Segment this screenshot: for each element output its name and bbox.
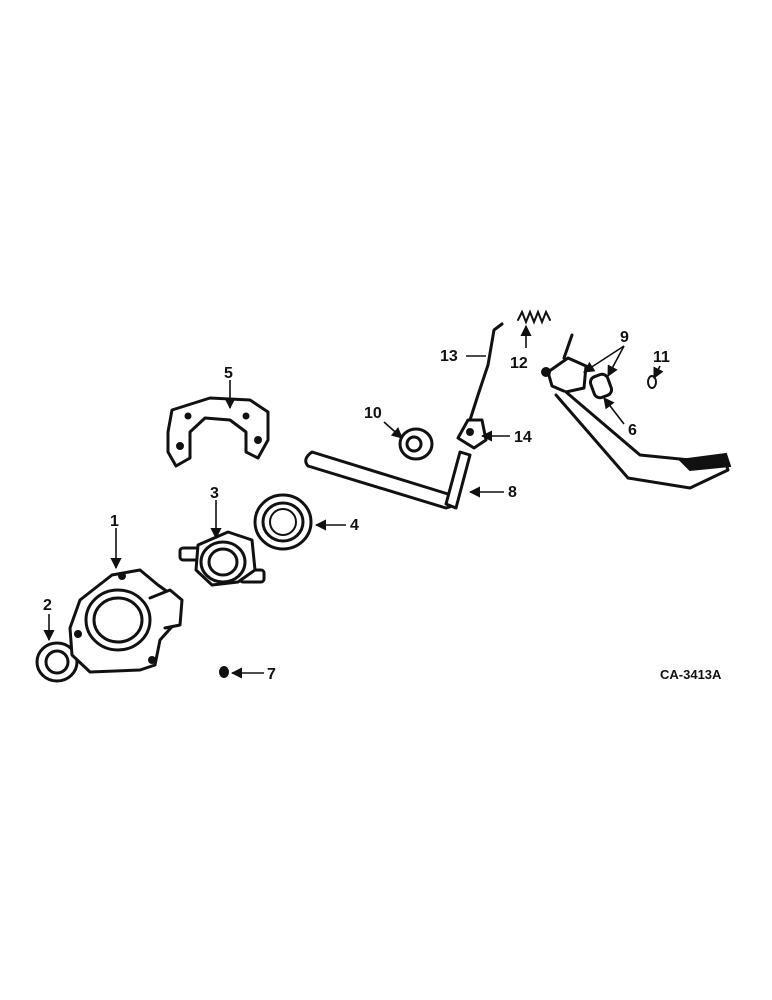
- leader-lines: [43, 324, 664, 679]
- part-bushing: [398, 427, 434, 461]
- callout-12: 12: [510, 355, 528, 372]
- callout-13: 13: [440, 348, 458, 365]
- part-clevis: [456, 418, 488, 450]
- callout-6: 6: [628, 422, 637, 439]
- part-seal-small: [35, 641, 79, 683]
- part-rod: [468, 322, 504, 422]
- callout-5: 5: [224, 365, 233, 382]
- part-release-sleeve: [178, 530, 266, 587]
- part-cross-shaft: [304, 450, 472, 510]
- callout-7: 7: [267, 666, 276, 683]
- callout-2: 2: [43, 597, 52, 614]
- callout-1: 1: [110, 513, 119, 530]
- part-release-fork: [166, 396, 270, 468]
- callout-10: 10: [364, 405, 382, 422]
- part-spring: [517, 309, 551, 325]
- part-bearing-carrier: [68, 568, 184, 674]
- callout-labels: 1 2 3 4 5 6 7 8 9 10 11 12 13 14: [43, 329, 670, 683]
- callout-11: 11: [653, 349, 670, 366]
- part-clutch-pedal: [541, 333, 732, 490]
- callout-14: 14: [514, 429, 532, 446]
- part-pin: [647, 375, 657, 389]
- callout-9: 9: [620, 329, 629, 346]
- callout-8: 8: [508, 484, 517, 501]
- callout-3: 3: [210, 485, 219, 502]
- callout-4: 4: [350, 517, 359, 534]
- part-release-bearing: [253, 493, 313, 551]
- part-plug: [219, 666, 229, 678]
- drawing-code: CA-3413A: [660, 667, 722, 682]
